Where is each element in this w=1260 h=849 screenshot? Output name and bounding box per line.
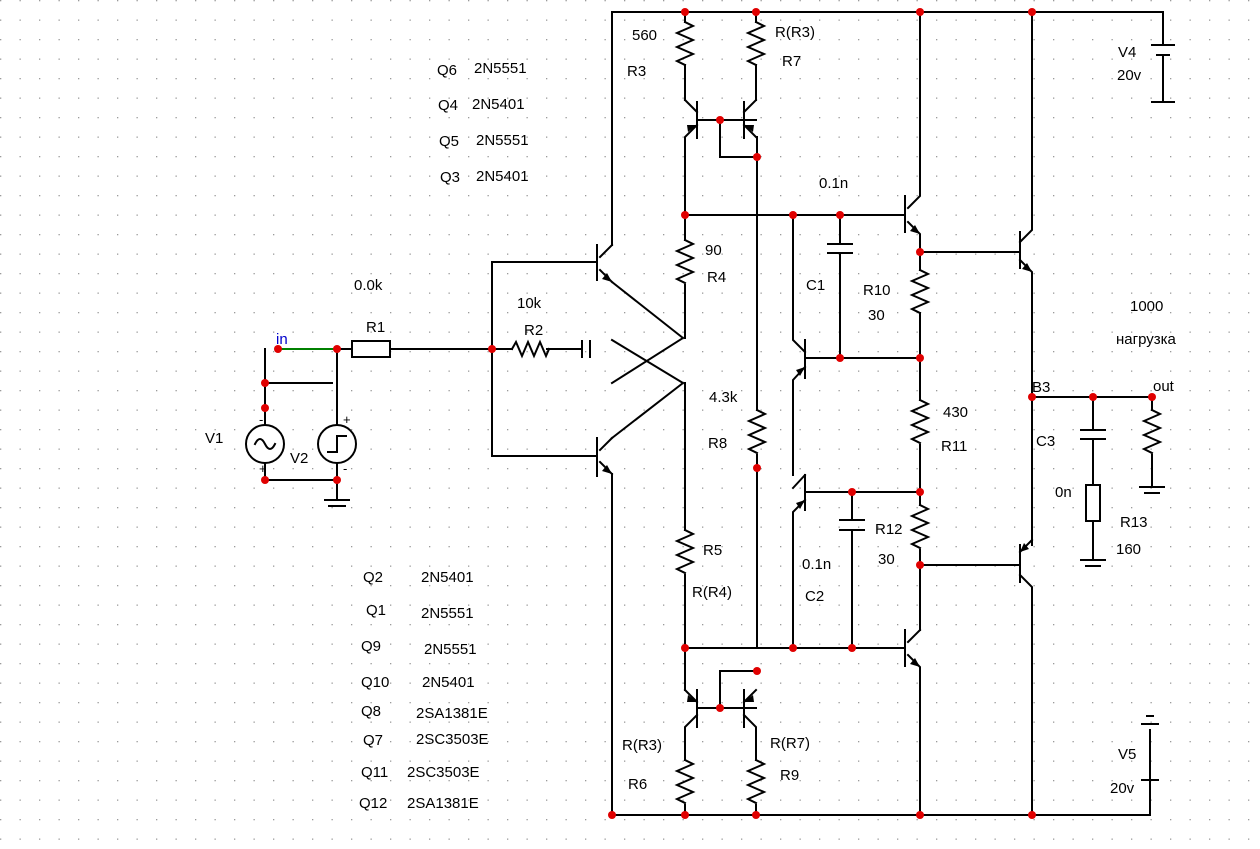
c3-rload: [1085, 484, 1101, 522]
r13-body: [1141, 408, 1163, 455]
r10-body: [909, 268, 931, 315]
labels: 560 R3 R(R3) R7 V4 20v 0.1n C1 90 R4 R10…: [205, 24, 1177, 797]
svg-text:+: +: [343, 412, 351, 427]
label-r2-value: 10k: [517, 295, 542, 312]
r3-body: [674, 20, 696, 67]
label-r11-value: 430: [943, 404, 968, 421]
label-r12-name: R12: [875, 521, 903, 538]
svg-text:+: +: [259, 461, 267, 476]
r6-body: [674, 758, 696, 805]
emitter-arrows: [602, 125, 1032, 702]
list-part: 2SC3503E: [416, 731, 489, 748]
r8-body: [746, 408, 768, 455]
label-c2-value: 0.1n: [802, 556, 831, 573]
list-ref: Q6: [437, 62, 457, 79]
list-ref: Q12: [359, 795, 387, 812]
label-v2-name: V2: [290, 450, 308, 467]
label-node-in: in: [276, 331, 288, 348]
transistor-list-top: Q6 2N5551 Q4 2N5401 Q5 2N5551 Q3 2N5401: [437, 60, 529, 186]
v1-source: [245, 424, 285, 464]
r2-body: [510, 339, 551, 359]
list-ref: Q10: [361, 674, 389, 691]
r4-body: [674, 238, 696, 285]
list-ref: Q7: [363, 732, 383, 749]
label-v4-name: V4: [1118, 44, 1136, 61]
list-part: 2N5401: [422, 674, 475, 691]
list-part: 2SA1381E: [407, 795, 479, 812]
label-r13-name: R13: [1120, 514, 1148, 531]
label-v4-value: 20v: [1117, 67, 1142, 84]
list-ref: Q3: [440, 169, 460, 186]
label-v5-name: V5: [1118, 746, 1136, 763]
label-r7-value: R(R3): [775, 24, 815, 41]
label-load-text: нагрузка: [1116, 331, 1177, 348]
r12-body: [909, 503, 931, 550]
svg-text:-: -: [343, 461, 347, 476]
list-ref: Q2: [363, 569, 383, 586]
wires: [264, 11, 1175, 816]
label-r9-name: R9: [780, 767, 799, 784]
r11-body: [909, 398, 931, 445]
label-r9-value: R(R7): [770, 735, 810, 752]
list-part: 2SC3503E: [407, 764, 480, 781]
label-c2-name: C2: [805, 588, 824, 605]
r1-body: [351, 340, 391, 358]
label-r5-name: R5: [703, 542, 722, 559]
list-part: 2SA1381E: [416, 705, 488, 722]
r5-body: [674, 528, 696, 575]
list-part: 2N5551: [421, 605, 474, 622]
list-part: 2N5401: [476, 168, 529, 185]
label-node-out: out: [1153, 378, 1175, 395]
label-v1-name: V1: [205, 430, 223, 447]
label-r4-value: 90: [705, 242, 722, 259]
list-ref: Q5: [439, 133, 459, 150]
list-ref: Q8: [361, 703, 381, 720]
label-r7-name: R7: [782, 53, 801, 70]
label-r6-value: R(R3): [622, 737, 662, 754]
label-r1-name: R1: [366, 319, 385, 336]
list-ref: Q11: [361, 764, 388, 781]
label-r6-name: R6: [628, 776, 647, 793]
label-r12-value: 30: [878, 551, 895, 568]
svg-text:-: -: [259, 412, 263, 427]
label-r13-value: 160: [1116, 541, 1141, 558]
label-r1-value: 0.0k: [354, 277, 383, 294]
list-part: 2N5401: [421, 569, 474, 586]
list-ref: Q1: [366, 602, 386, 619]
label-r3-name: R3: [627, 63, 646, 80]
label-v5-value: 20v: [1110, 780, 1135, 797]
r7-body: [745, 20, 767, 67]
transistor-list-bottom: Q2 2N5401 Q1 2N5551 Q9 2N5551 Q10 2N5401…: [359, 569, 489, 812]
label-r10-name: R10: [863, 282, 891, 299]
label-c3-name: C3: [1036, 433, 1055, 450]
list-part: 2N5551: [474, 60, 527, 77]
list-part: 2N5401: [472, 96, 525, 113]
list-part: 2N5551: [424, 641, 477, 658]
label-r10-value: 30: [868, 307, 885, 324]
v2-source: [317, 424, 357, 464]
label-c3-value: 0n: [1055, 484, 1072, 501]
label-r8-name: R8: [708, 435, 727, 452]
label-r4-name: R4: [707, 269, 726, 286]
label-r11-name: R11: [941, 438, 967, 455]
r9-body: [745, 758, 767, 805]
label-node-b3: B3: [1032, 379, 1050, 396]
label-r3-value: 560: [632, 27, 657, 44]
label-c1-value: 0.1n: [819, 175, 848, 192]
junction-dots: [261, 8, 1156, 819]
label-load-value: 1000: [1130, 298, 1163, 315]
list-ref: Q4: [438, 97, 458, 114]
list-ref: Q9: [361, 638, 381, 655]
label-r8-value: 4.3k: [709, 389, 738, 406]
resistors: [510, 20, 1163, 805]
label-c1-name: C1: [806, 277, 825, 294]
label-r5-value: R(R4): [692, 584, 732, 601]
label-r2-name: R2: [524, 322, 543, 339]
list-part: 2N5551: [476, 132, 529, 149]
